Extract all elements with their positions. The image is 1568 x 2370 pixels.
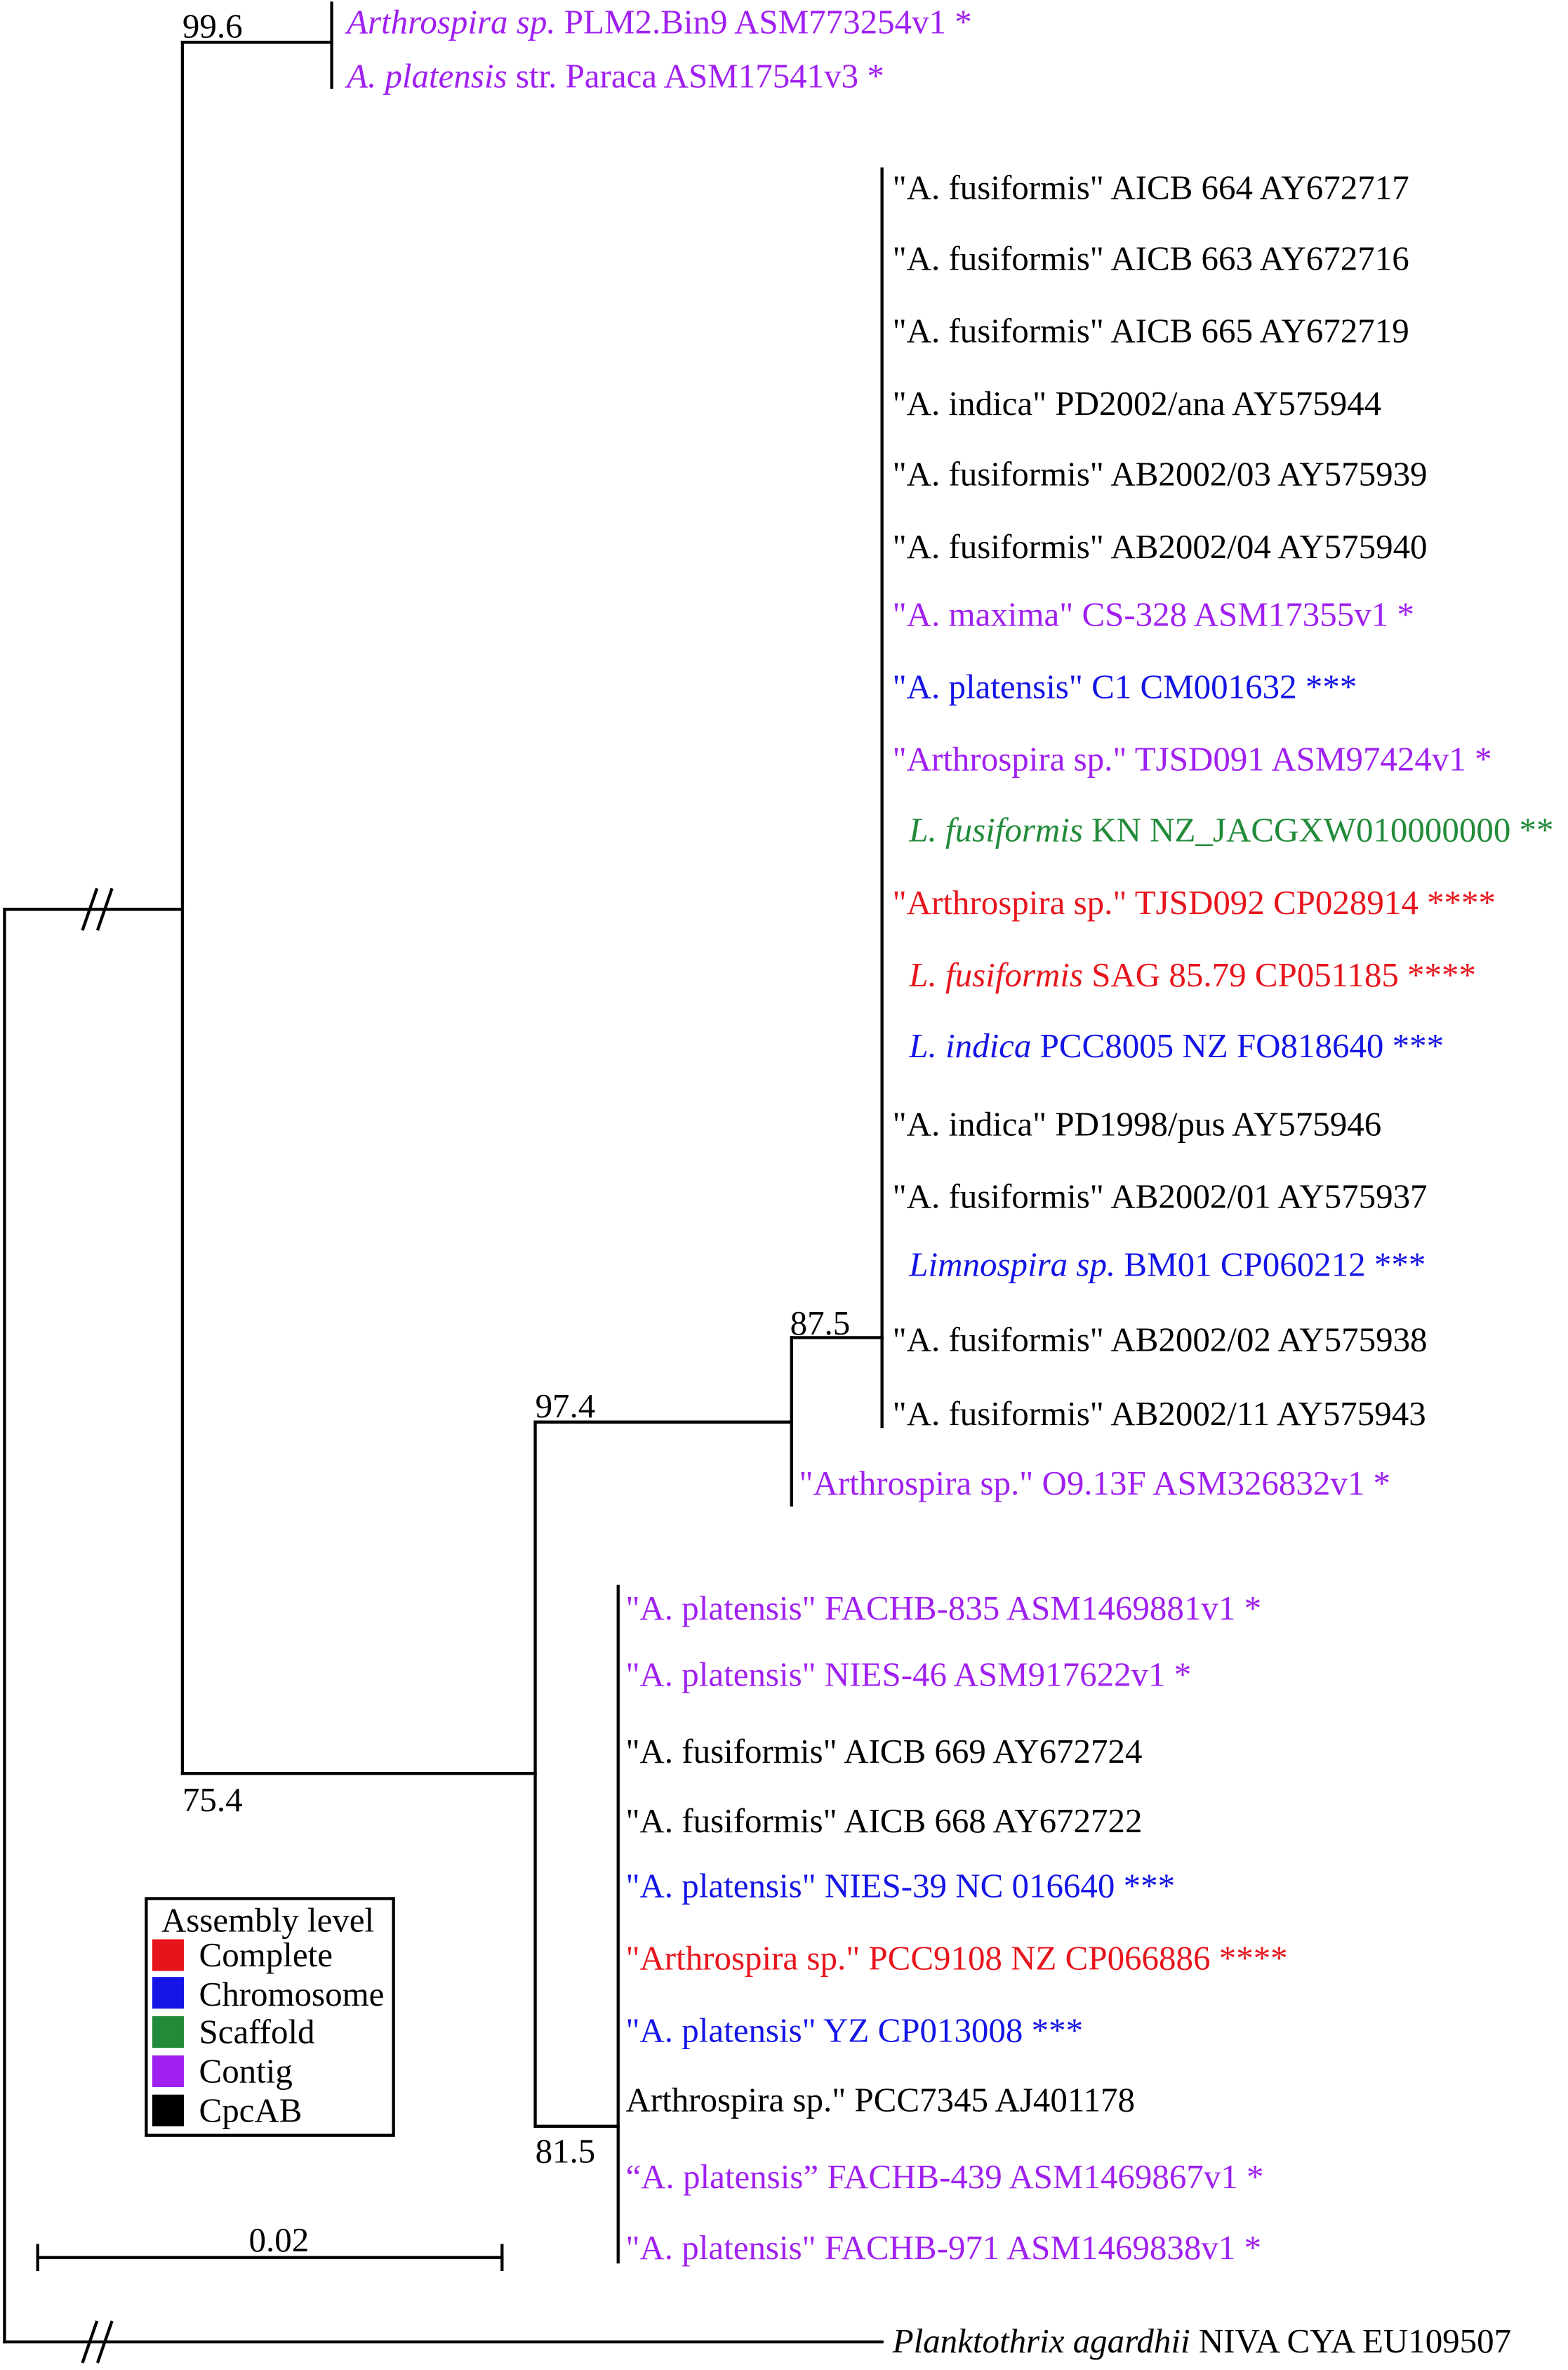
- taxon-strain-accession: NIVA CYA EU109507: [1199, 2322, 1511, 2360]
- legend-label: Contig: [199, 2052, 293, 2091]
- legend-swatch: [152, 2055, 185, 2087]
- taxon-strain-accession: str. Paraca ASM17541v3 *: [516, 57, 884, 95]
- taxon-label: "Arthrospira sp." PCC9108 NZ CP066886 **…: [625, 1938, 1287, 1977]
- taxon-label: "A. platensis" YZ CP013008 ***: [625, 2011, 1083, 2050]
- taxon-label: "Arthrospira sp." O9.13F ASM326832v1 *: [799, 1464, 1390, 1502]
- taxon-label: "A. fusiformis" AICB 668 AY672722: [625, 1801, 1142, 1840]
- taxon-label: "A. fusiformis" AICB 669 AY672724: [625, 1732, 1142, 1770]
- bootstrap-value: 87.5: [790, 1304, 851, 1342]
- taxon-name-italic: L. fusiformis: [908, 811, 1083, 849]
- taxon-label: "Arthrospira sp." TJSD092 CP028914 ****: [893, 883, 1496, 922]
- legend-label: Chromosome: [199, 1975, 385, 2013]
- taxon-name-italic: L. indica: [908, 1026, 1031, 1065]
- taxon-label: "A. fusiformis" AB2002/04 AY575940: [893, 527, 1428, 566]
- taxon-label: "A. fusiformis" AB2002/11 AY575943: [893, 1394, 1426, 1433]
- taxon-name-italic: Planktothrix agardhii: [892, 2322, 1190, 2360]
- scale-bar: 0.02: [36, 2220, 504, 2272]
- taxon-strain-accession: SAG 85.79 CP051185 ****: [1091, 955, 1476, 994]
- taxon-label: "A. fusiformis" AICB 665 AY672719: [893, 312, 1409, 350]
- taxon-name-italic: A. platensis: [345, 57, 507, 95]
- support-values: 99.6 75.4 97.4 87.5 81.5: [182, 7, 850, 2171]
- legend: Assembly level Complete Chromosome Scaff…: [145, 1897, 395, 2137]
- legend-swatch: [152, 2094, 185, 2126]
- taxon-label: Limnospira sp.BM01 CP060212 ***: [908, 1245, 1426, 1283]
- scale-bar-label: 0.02: [249, 2220, 310, 2259]
- taxon-label: “A. platensis” FACHB-439 ASM1469867v1 *: [625, 2157, 1263, 2196]
- outgroup-branch-break-mark: [81, 2320, 99, 2364]
- taxon-label: "Arthrospira sp." TJSD091 ASM97424v1 *: [893, 740, 1492, 779]
- legend-swatch: [152, 1977, 185, 2009]
- taxon-label: "A. fusiformis" AICB 664 AY672717: [893, 168, 1409, 207]
- taxon-label: "A. fusiformis" AICB 663 AY672716: [893, 239, 1409, 278]
- taxon-label: "A. platensis" FACHB-971 ASM1469838v1 *: [625, 2228, 1261, 2267]
- bootstrap-value: 81.5: [536, 2131, 596, 2170]
- taxon-name-italic: Arthrospira sp.: [345, 2, 555, 41]
- ingroup-branch-break-mark: [81, 887, 99, 931]
- taxon-strain-accession: PCC8005 NZ FO818640 ***: [1040, 1026, 1444, 1065]
- bootstrap-value: 99.6: [182, 7, 243, 46]
- legend-swatch: [152, 2016, 185, 2048]
- taxon-label: "A. platensis" C1 CM001632 ***: [893, 668, 1357, 706]
- taxon-label: "A. indica" PD1998/pus AY575946: [893, 1105, 1382, 1144]
- taxon-name-italic: L. fusiformis: [908, 955, 1083, 994]
- taxon-name-italic: Limnospira sp.: [908, 1245, 1115, 1283]
- top-clade-leaves: Arthrospira sp.PLM2.Bin9 ASM773254v1 * A…: [345, 2, 972, 95]
- legend-box: [145, 1897, 395, 2137]
- taxon-label: "A. platensis" NIES-46 ASM917622v1 *: [625, 1655, 1191, 1694]
- ingroup-branch-break-mark: [95, 887, 114, 931]
- bootstrap-value: 75.4: [182, 1780, 243, 1819]
- legend-label: CpcAB: [199, 2091, 303, 2129]
- legend-swatch: [152, 1939, 185, 1971]
- taxon-strain-accession: PLM2.Bin9 ASM773254v1 *: [564, 2, 972, 41]
- taxon-label: Arthrospira sp." PCC7345 AJ401178: [625, 2080, 1135, 2119]
- taxon-label: "A. fusiformis" AB2002/03 AY575939: [893, 455, 1428, 494]
- taxon-label: "A. maxima" CS-328 ASM17355v1 *: [893, 595, 1414, 633]
- legend-label: Complete: [199, 1935, 333, 1974]
- taxon-label: "A. fusiformis" AB2002/02 AY575938: [893, 1320, 1428, 1359]
- platensis-clade-leaves: "A. platensis" FACHB-835 ASM1469881v1 * …: [625, 1589, 1287, 2267]
- core-clade-leaves: "A. fusiformis" AICB 664 AY672717 "A. fu…: [893, 168, 1554, 1433]
- taxon-label: Arthrospira sp.PLM2.Bin9 ASM773254v1 *: [345, 2, 972, 41]
- bootstrap-value: 97.4: [536, 1386, 596, 1425]
- taxon-strain-accession: BM01 CP060212 ***: [1124, 1245, 1426, 1283]
- taxon-label: "A. fusiformis" AB2002/01 AY575937: [893, 1177, 1428, 1216]
- legend-title: Assembly level: [161, 1901, 374, 1940]
- taxon-label: "A. indica" PD2002/ana AY575944: [893, 384, 1382, 423]
- taxon-label: "A. platensis" FACHB-835 ASM1469881v1 *: [625, 1589, 1261, 1627]
- legend-label: Scaffold: [199, 2013, 315, 2051]
- outgroup-branch-break-mark: [95, 2320, 114, 2364]
- tree-branches: [3, 1, 884, 2364]
- taxon-label: "A. platensis" NIES-39 NC 016640 ***: [625, 1866, 1175, 1905]
- taxon-strain-accession: KN NZ_JACGXW010000000 **: [1091, 811, 1553, 849]
